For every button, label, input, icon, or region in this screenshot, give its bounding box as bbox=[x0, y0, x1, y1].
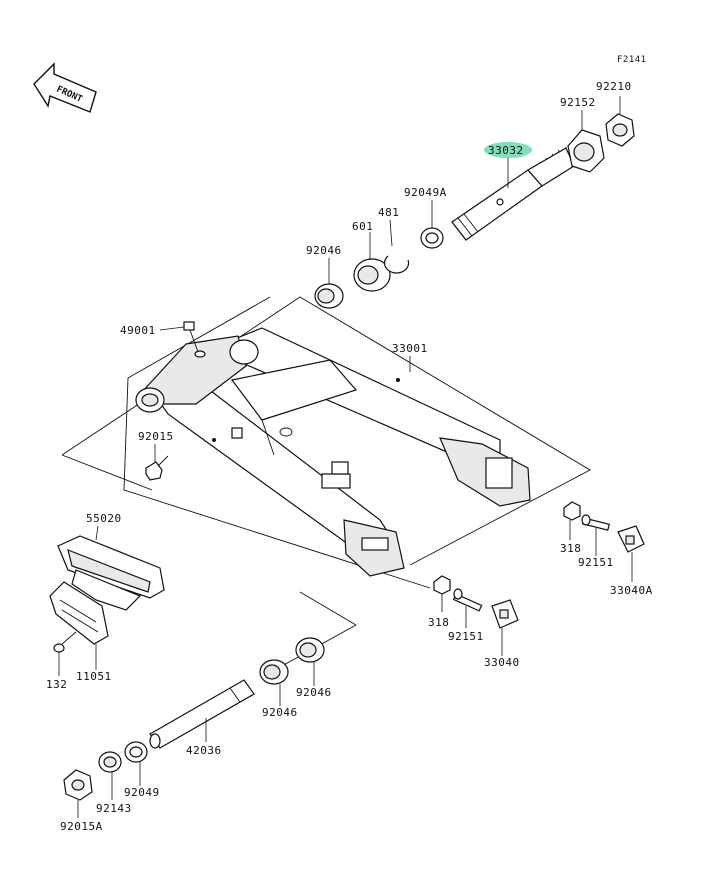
bearing-92046-mid bbox=[295, 637, 325, 663]
bearing-92046-upper bbox=[314, 283, 344, 309]
block-33040A bbox=[617, 525, 645, 553]
part-label[interactable]: 601 bbox=[352, 220, 373, 233]
nut-318-lower bbox=[433, 575, 451, 595]
part-label[interactable]: 55020 bbox=[86, 512, 122, 525]
diagram-code: F2141 bbox=[617, 55, 647, 65]
nut-92210 bbox=[605, 113, 635, 147]
part-label[interactable]: 92210 bbox=[596, 80, 632, 93]
part-label[interactable]: 42036 bbox=[186, 744, 222, 757]
part-label[interactable]: 33040 bbox=[484, 656, 520, 669]
part-labels: 92210 92152 33032 92049A 481 601 92046 4… bbox=[46, 80, 653, 833]
axle-42036 bbox=[149, 679, 255, 749]
bearing-92046-lower bbox=[259, 659, 289, 685]
chain-guard-55020 bbox=[57, 535, 165, 611]
bolt-92151-upper bbox=[581, 514, 610, 531]
swingarm-body bbox=[135, 327, 531, 577]
leader-lines bbox=[58, 96, 633, 818]
adjuster-92152 bbox=[567, 129, 605, 173]
part-label[interactable]: 49001 bbox=[120, 324, 156, 337]
bolt-92015 bbox=[145, 455, 169, 481]
chain-guard-plate-11051 bbox=[49, 581, 109, 645]
bearing-601 bbox=[353, 258, 391, 292]
part-label[interactable]: 11051 bbox=[76, 670, 112, 683]
nut-318-upper bbox=[563, 501, 581, 521]
part-label[interactable]: 318 bbox=[428, 616, 449, 629]
shaft-33032 bbox=[451, 147, 575, 241]
part-label[interactable]: 92015 bbox=[138, 430, 174, 443]
part-label[interactable]: 92152 bbox=[560, 96, 596, 109]
circlip-481 bbox=[383, 255, 410, 274]
nut-92015A bbox=[63, 769, 93, 801]
bolt-92151-lower bbox=[452, 588, 483, 612]
part-label[interactable]: 318 bbox=[560, 542, 581, 555]
part-label-highlighted[interactable]: 33032 bbox=[488, 144, 524, 157]
part-label[interactable]: 92049 bbox=[124, 786, 160, 799]
screw-132 bbox=[53, 631, 77, 653]
part-label[interactable]: 92143 bbox=[96, 802, 132, 815]
part-label[interactable]: 92151 bbox=[578, 556, 614, 569]
part-label[interactable]: 92151 bbox=[448, 630, 484, 643]
part-label[interactable]: 33001 bbox=[392, 342, 428, 355]
part-label[interactable]: 481 bbox=[378, 206, 399, 219]
part-label[interactable]: 92046 bbox=[306, 244, 342, 257]
part-label[interactable]: 33040A bbox=[610, 584, 653, 597]
part-label[interactable]: 92046 bbox=[296, 686, 332, 699]
washer-92049 bbox=[124, 741, 148, 763]
washer-92049A bbox=[420, 227, 444, 249]
part-label[interactable]: 92046 bbox=[262, 706, 298, 719]
block-33040 bbox=[491, 599, 519, 629]
collar-92143 bbox=[98, 751, 122, 773]
grease-nipple-49001 bbox=[183, 321, 206, 358]
highlight-33032 bbox=[484, 142, 532, 158]
part-label[interactable]: 132 bbox=[46, 678, 67, 691]
part-label[interactable]: 92049A bbox=[404, 186, 447, 199]
part-label[interactable]: 92015A bbox=[60, 820, 103, 833]
front-arrow-icon: FRONT bbox=[33, 62, 97, 113]
